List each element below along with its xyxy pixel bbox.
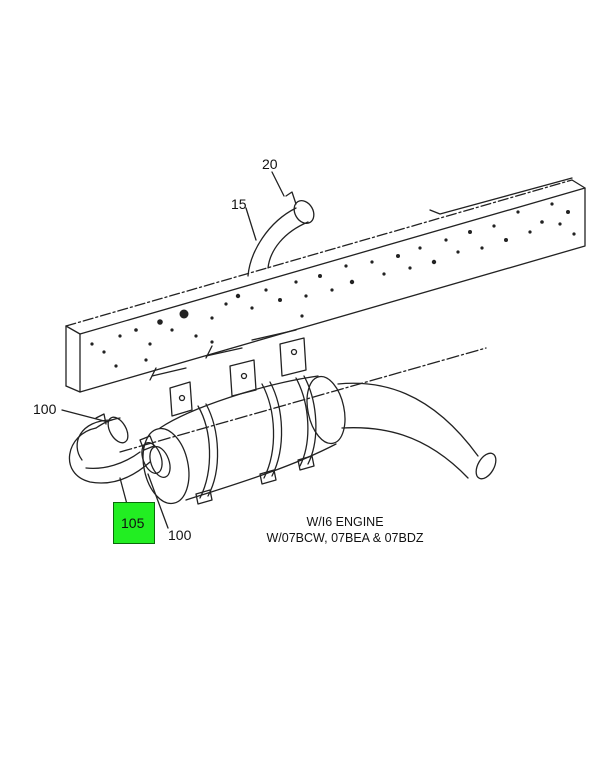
leader-lines [61, 171, 285, 529]
callout-105: 105 [121, 515, 145, 531]
engine-note-line2: W/07BCW, 07BEA & 07BDZ [266, 531, 424, 545]
frame-holes [90, 202, 576, 368]
callout-15: 15 [231, 196, 247, 212]
callout-20: 20 [262, 156, 278, 172]
callout-100-right: 100 [168, 527, 192, 543]
engine-note: W/I6 ENGINE W/07BCW, 07BEA & 07BDZ [250, 514, 440, 546]
outlet-pipe [337, 382, 497, 480]
inlet-elbow [68, 413, 171, 484]
part-105-highlight[interactable] [113, 502, 155, 544]
tail-pipe [247, 191, 315, 277]
mounting-brackets [149, 329, 307, 417]
frame-rail [65, 177, 586, 393]
engine-note-line1: W/I6 ENGINE [306, 515, 384, 529]
muffler-canister [119, 347, 487, 505]
callout-100-left: 100 [33, 401, 57, 417]
